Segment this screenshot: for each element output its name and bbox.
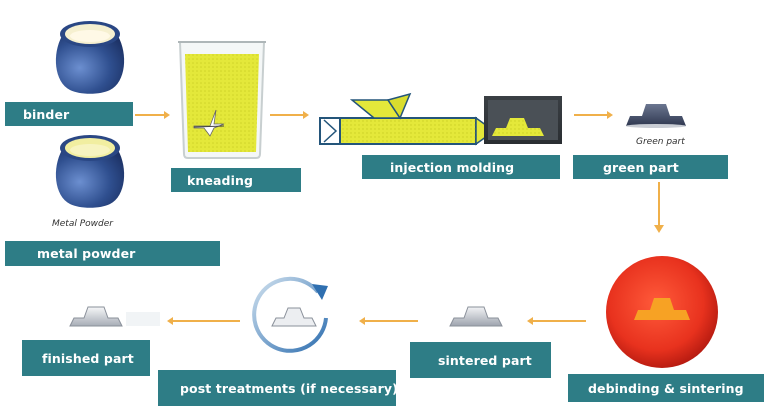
kneading-beaker-icon xyxy=(178,41,266,159)
arrow-post-to-finished xyxy=(167,317,240,325)
metal-powder-caption: Metal Powder xyxy=(52,219,113,229)
arrow-sintered-to-post xyxy=(359,317,418,325)
post-treatments-label: post treatments (if necessary) xyxy=(158,370,398,406)
sintered-part-label: sintered part xyxy=(410,342,551,378)
binder-label: binder xyxy=(5,102,133,126)
finished-part-label: finished part xyxy=(22,340,150,376)
injection-molding-label: injection molding xyxy=(362,155,560,179)
metal-powder-label: metal powder xyxy=(5,241,220,266)
arrow-injection-to-green-part xyxy=(574,111,613,119)
green-part-caption: Green part xyxy=(636,137,685,147)
post-treatment-cycle-icon xyxy=(252,276,328,353)
metal-powder-jar-icon xyxy=(55,135,125,208)
arrow-green-part-to-debinding xyxy=(654,182,664,233)
arrow-debinding-to-sintered xyxy=(527,317,586,325)
injection-molding-machine-icon xyxy=(319,92,562,146)
green-part-label: green part xyxy=(573,155,728,179)
sintered-part-icon xyxy=(449,306,503,327)
arrow-kneading-to-injection xyxy=(270,111,309,119)
finished-part-icon xyxy=(69,306,160,327)
kneading-label: kneading xyxy=(171,168,301,192)
green-part-icon xyxy=(626,104,686,128)
debinding-sintering-label: debinding & sintering xyxy=(568,374,764,402)
binder-jar-icon xyxy=(55,21,125,94)
arrow-binder-to-kneading xyxy=(135,111,170,119)
sintering-furnace-icon xyxy=(606,256,718,368)
